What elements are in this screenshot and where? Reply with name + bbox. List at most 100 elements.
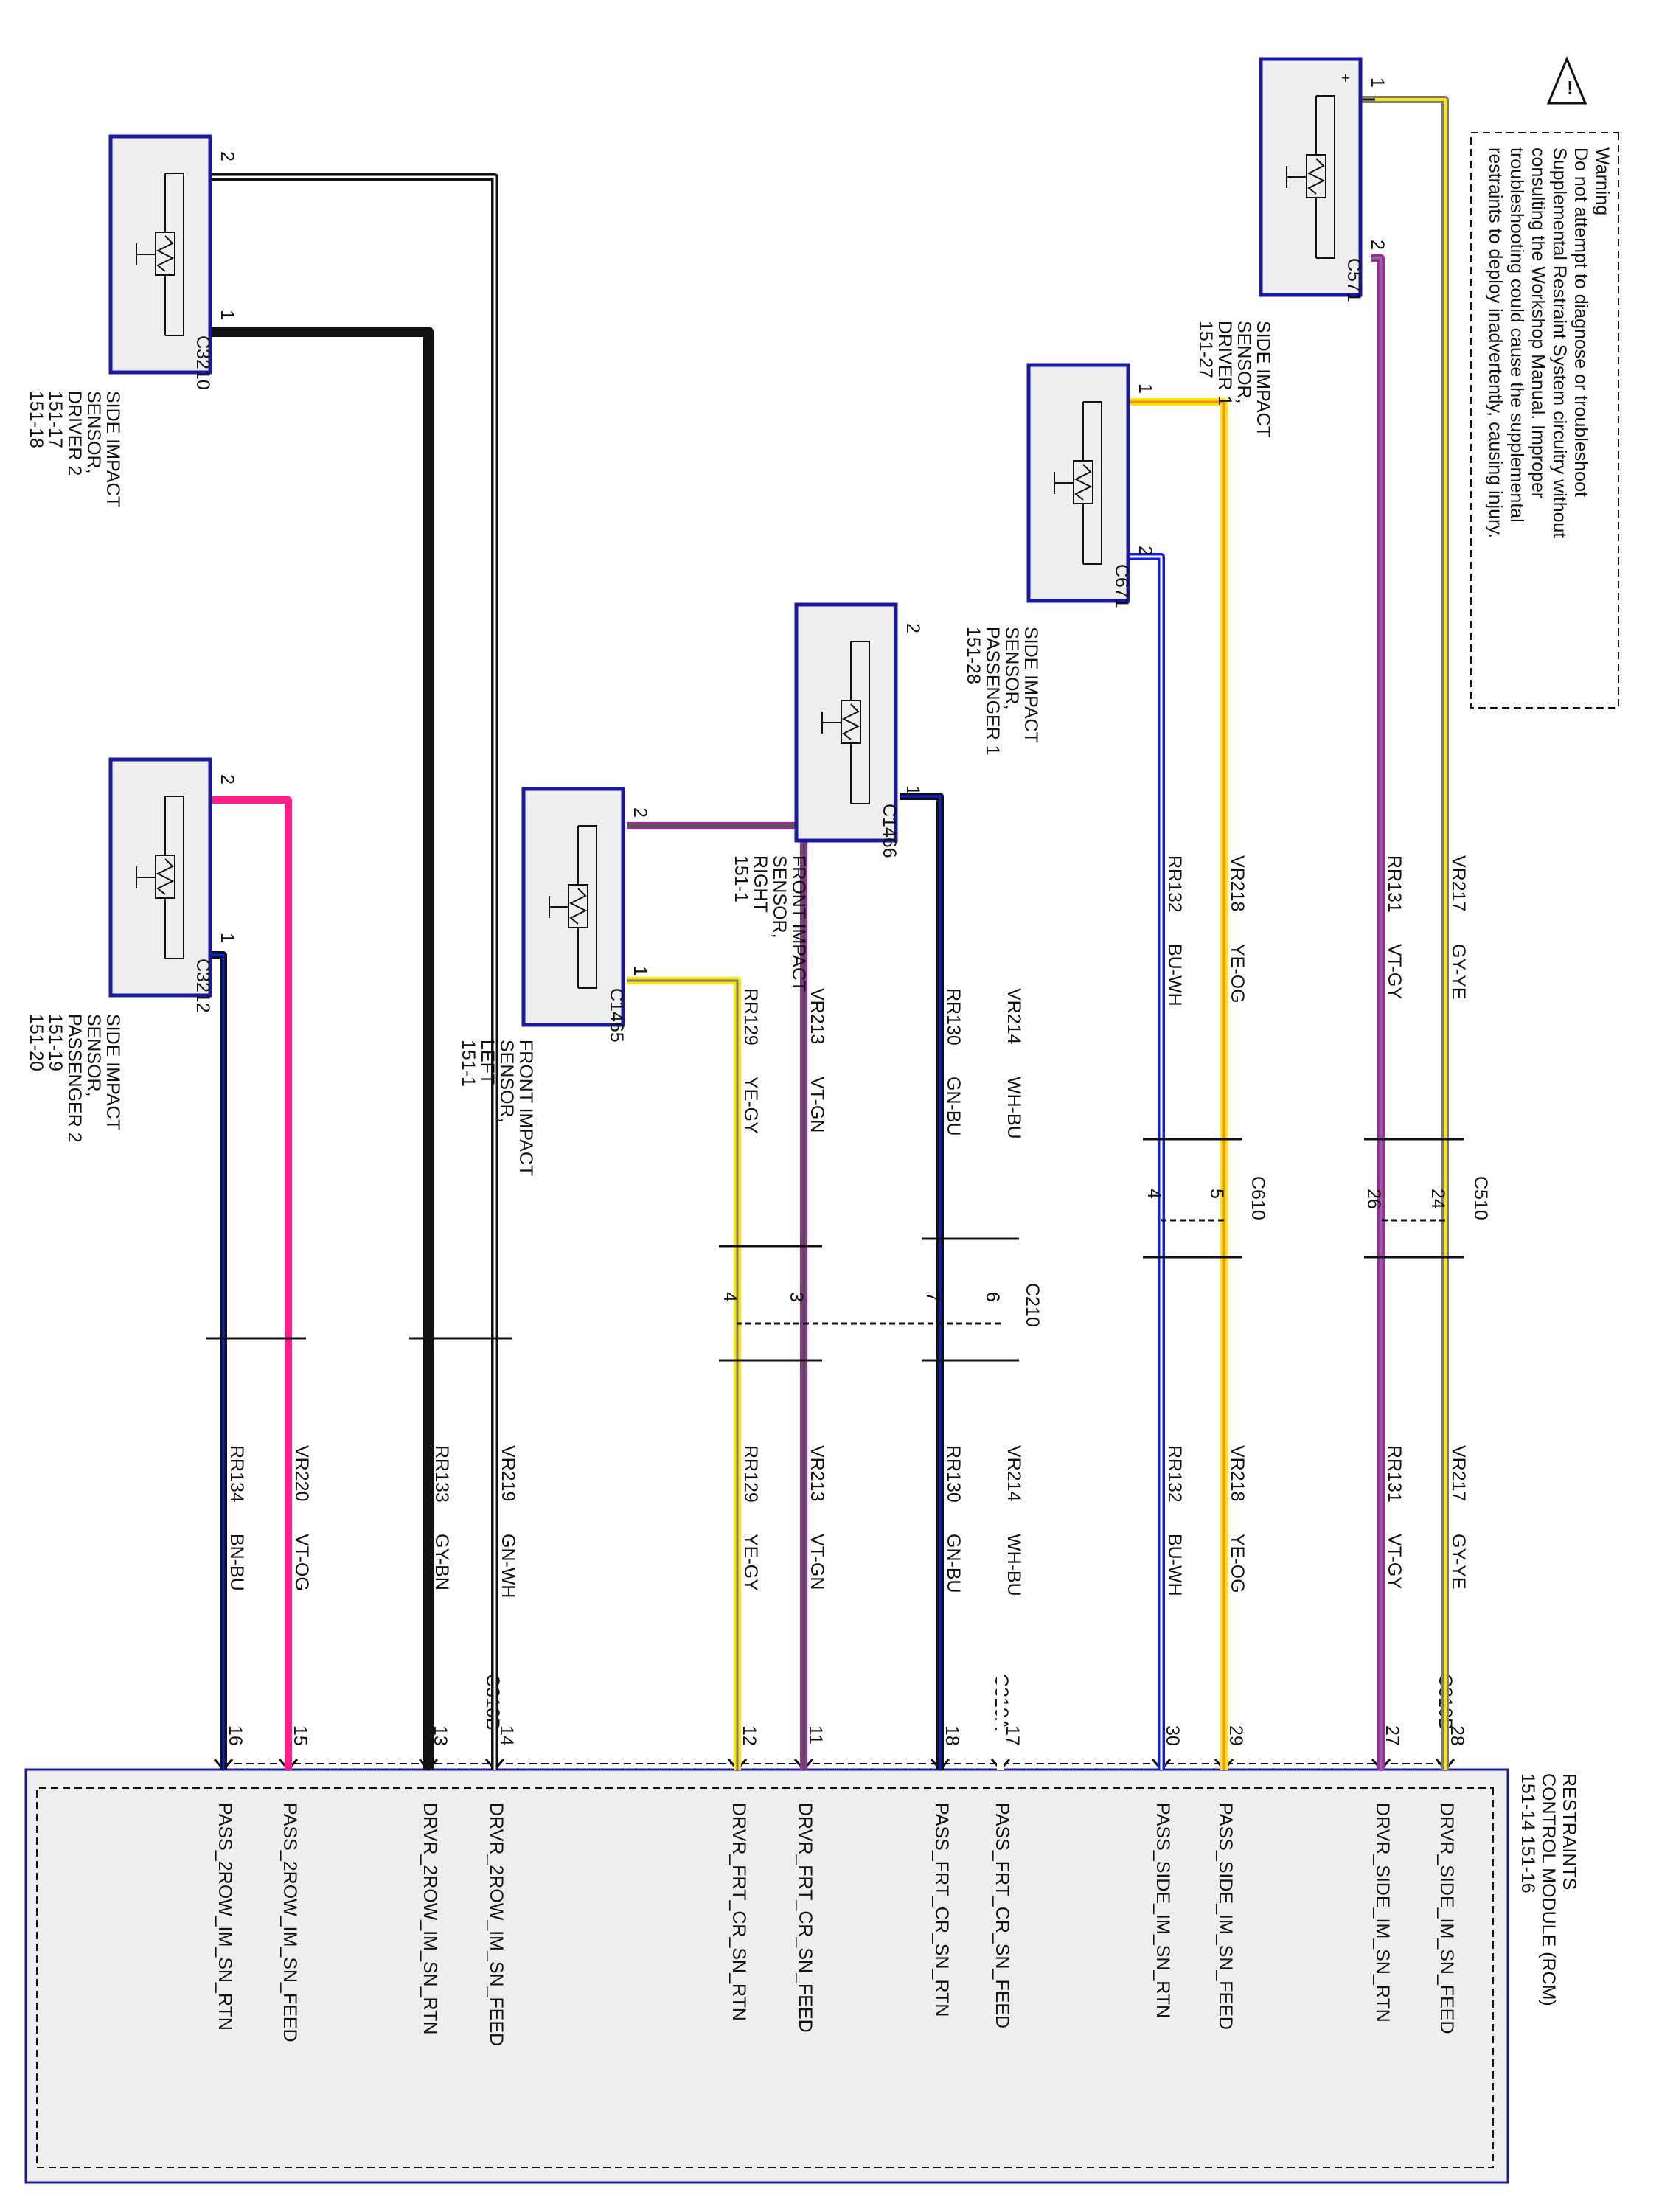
- warning-line-3: consulting the Workshop Manual. Improper: [1528, 147, 1548, 498]
- sensor-pin-2: 2: [1367, 240, 1388, 250]
- wire-vr214-fill: [900, 639, 1003, 1770]
- resistor-icon: [821, 641, 870, 804]
- sensor-box: [1259, 57, 1363, 297]
- label-upper-vt-gy: VT-GY: [1384, 944, 1405, 999]
- sensor-front-impact-right: 2 1 C1466 FRONT IMPACT SENSOR, RIGHT 151…: [731, 602, 923, 992]
- label-lower-rr130: RR130: [943, 1445, 964, 1503]
- sensor-pin-1: 1: [902, 785, 923, 796]
- label-vt-og: VT-OG: [291, 1534, 312, 1591]
- label-bn-bu: BN-BU: [226, 1534, 247, 1591]
- sensor-connector: C3210: [192, 335, 213, 390]
- wire-vr213: [627, 822, 807, 1770]
- c210-pin-3: 3: [786, 1292, 807, 1302]
- sensor-name-2: SENSOR,: [83, 391, 104, 474]
- label-gn-wh: GN-WH: [498, 1534, 518, 1598]
- warning-line-1: Do not attempt to diagnose or troublesho…: [1571, 147, 1591, 497]
- sensor-front-impact-left: 2 1 C1465 FRONT IMPACT SENSOR, LEFT 151-…: [458, 787, 650, 1176]
- c210-pin-4: 4: [720, 1292, 740, 1302]
- label-lower-vr218: VR218: [1227, 1445, 1248, 1501]
- sensor-name-3: RIGHT: [750, 855, 771, 913]
- c210-pin-6: 6: [982, 1292, 1003, 1302]
- resistor-icon: [136, 173, 184, 336]
- sensor-box: [108, 757, 212, 998]
- sensor-pin-1: 1: [217, 933, 237, 943]
- module-name-line-1: RESTRAINTS: [1559, 1773, 1579, 1890]
- wire-vr217-stripe: [1357, 98, 1447, 1770]
- label-upper-ye-gy: YE-GY: [740, 1077, 761, 1134]
- label-lower-gn-bu: GN-BU: [943, 1534, 964, 1593]
- circuit-labels: VR217 GY-YE RR131 VT-GY VR218 YE-OG RR13…: [226, 855, 1469, 1598]
- module-pin-28: 28: [1447, 1725, 1467, 1746]
- wire-rr132: [1128, 553, 1165, 1770]
- module-pin-27: 27: [1382, 1725, 1402, 1746]
- label-lower-vt-gy: VT-GY: [1384, 1534, 1405, 1589]
- wire-vr219: [210, 173, 498, 1770]
- module-signal-28: DRVR_SIDE_IM_SN_FEED: [1436, 1803, 1457, 2034]
- label-upper-wh-bu: WH-BU: [1004, 1077, 1024, 1139]
- sensor-pin-1: 1: [630, 966, 650, 976]
- label-lower-ye-gy: YE-GY: [740, 1534, 761, 1591]
- c510-pin-26: 26: [1363, 1189, 1384, 1209]
- resistor-icon: [549, 825, 597, 989]
- sensor-name-1: FRONT IMPACT: [788, 855, 809, 992]
- sensor-name-3: DRIVER 1: [1214, 321, 1235, 406]
- sensor-box: [108, 134, 212, 375]
- warning-box: [1470, 132, 1619, 709]
- sensor-pin-2: 2: [630, 807, 650, 818]
- warning-line-4: troubleshooting could cause the suppleme…: [1506, 147, 1527, 523]
- sensor-name-4: 151-27: [1195, 321, 1216, 378]
- warning-block: ! Warning Do not attempt to diagnose or …: [1470, 56, 1619, 709]
- plus-sign: +: [1337, 74, 1353, 83]
- sensor-box: [521, 787, 625, 1027]
- c610-pin-5: 5: [1206, 1189, 1227, 1199]
- wire-vr218-stripe: [1128, 400, 1225, 1770]
- warning-triangle-mark: !: [1567, 77, 1573, 99]
- sensor-name-2: SENSOR,: [83, 1014, 104, 1097]
- module-name-line-2: CONTROL MODULE (RCM): [1538, 1773, 1559, 2006]
- warning-line-2: Supplemental Restraint System circuitry …: [1549, 147, 1570, 538]
- module-signal-16: PASS_2ROW_IM_SN_RTN: [215, 1803, 235, 2031]
- sensor-pin-1: 1: [217, 310, 237, 320]
- wire-rr134: [210, 951, 227, 1770]
- sensor-connector: C3212: [192, 959, 213, 1013]
- module-pin-14: 14: [496, 1725, 517, 1746]
- label-upper-vr218: VR218: [1227, 855, 1248, 911]
- module-signal-18: PASS_FRT_CR_SN_RTN: [931, 1803, 952, 2017]
- sensor-name-1: SIDE IMPACT: [102, 1014, 123, 1130]
- sensor-name-4: 151-17: [45, 391, 66, 448]
- label-upper-rr132: RR132: [1164, 855, 1185, 913]
- label-lower-ye-og: YE-OG: [1227, 1534, 1248, 1593]
- module-pin-12: 12: [739, 1725, 759, 1746]
- sensor-name-1: FRONT IMPACT: [515, 1040, 536, 1176]
- sensor-name-4: 151-28: [963, 627, 984, 684]
- wire-vr219-stripe: [210, 175, 496, 1770]
- sensor-name-4: 151-1: [458, 1040, 479, 1087]
- warning-title: Warning: [1592, 147, 1613, 215]
- label-rr133: RR133: [431, 1445, 452, 1503]
- wire-rr131: [1371, 254, 1385, 1770]
- wire-rr134-stripe: [210, 953, 225, 1770]
- wire-vr214-outline: [900, 641, 1001, 1770]
- sensor-name-5: 151-18: [26, 391, 46, 448]
- label-lower-rr129: RR129: [740, 1445, 761, 1503]
- wire-vr220: [210, 796, 292, 1770]
- wire-vr214: [900, 638, 1004, 1770]
- label-upper-rr129: RR129: [740, 988, 761, 1046]
- label-upper-vr213: VR213: [807, 988, 827, 1044]
- resistor-icon: [1286, 95, 1335, 259]
- c210-pin-7: 7: [922, 1292, 943, 1302]
- module-pin-17: 17: [1002, 1725, 1023, 1746]
- resistor-icon: [1054, 401, 1102, 565]
- label-lower-bu-wh: BU-WH: [1164, 1534, 1185, 1596]
- warning-triangle-icon: [1546, 56, 1587, 105]
- sensor-pin-2: 2: [1135, 546, 1155, 556]
- sensor-side-impact-passenger-2: 2 1 C3212 SIDE IMPACT SENSOR, PASSENGER …: [26, 757, 237, 1143]
- label-upper-rr130: RR130: [943, 988, 964, 1046]
- module-pin-15: 15: [290, 1725, 310, 1746]
- c610-label: C610: [1248, 1176, 1268, 1220]
- c610-pin-4: 4: [1144, 1189, 1164, 1199]
- wire-rr130: [900, 793, 944, 1770]
- label-upper-bu-wh: BU-WH: [1164, 944, 1185, 1006]
- label-vr220: VR220: [291, 1445, 312, 1501]
